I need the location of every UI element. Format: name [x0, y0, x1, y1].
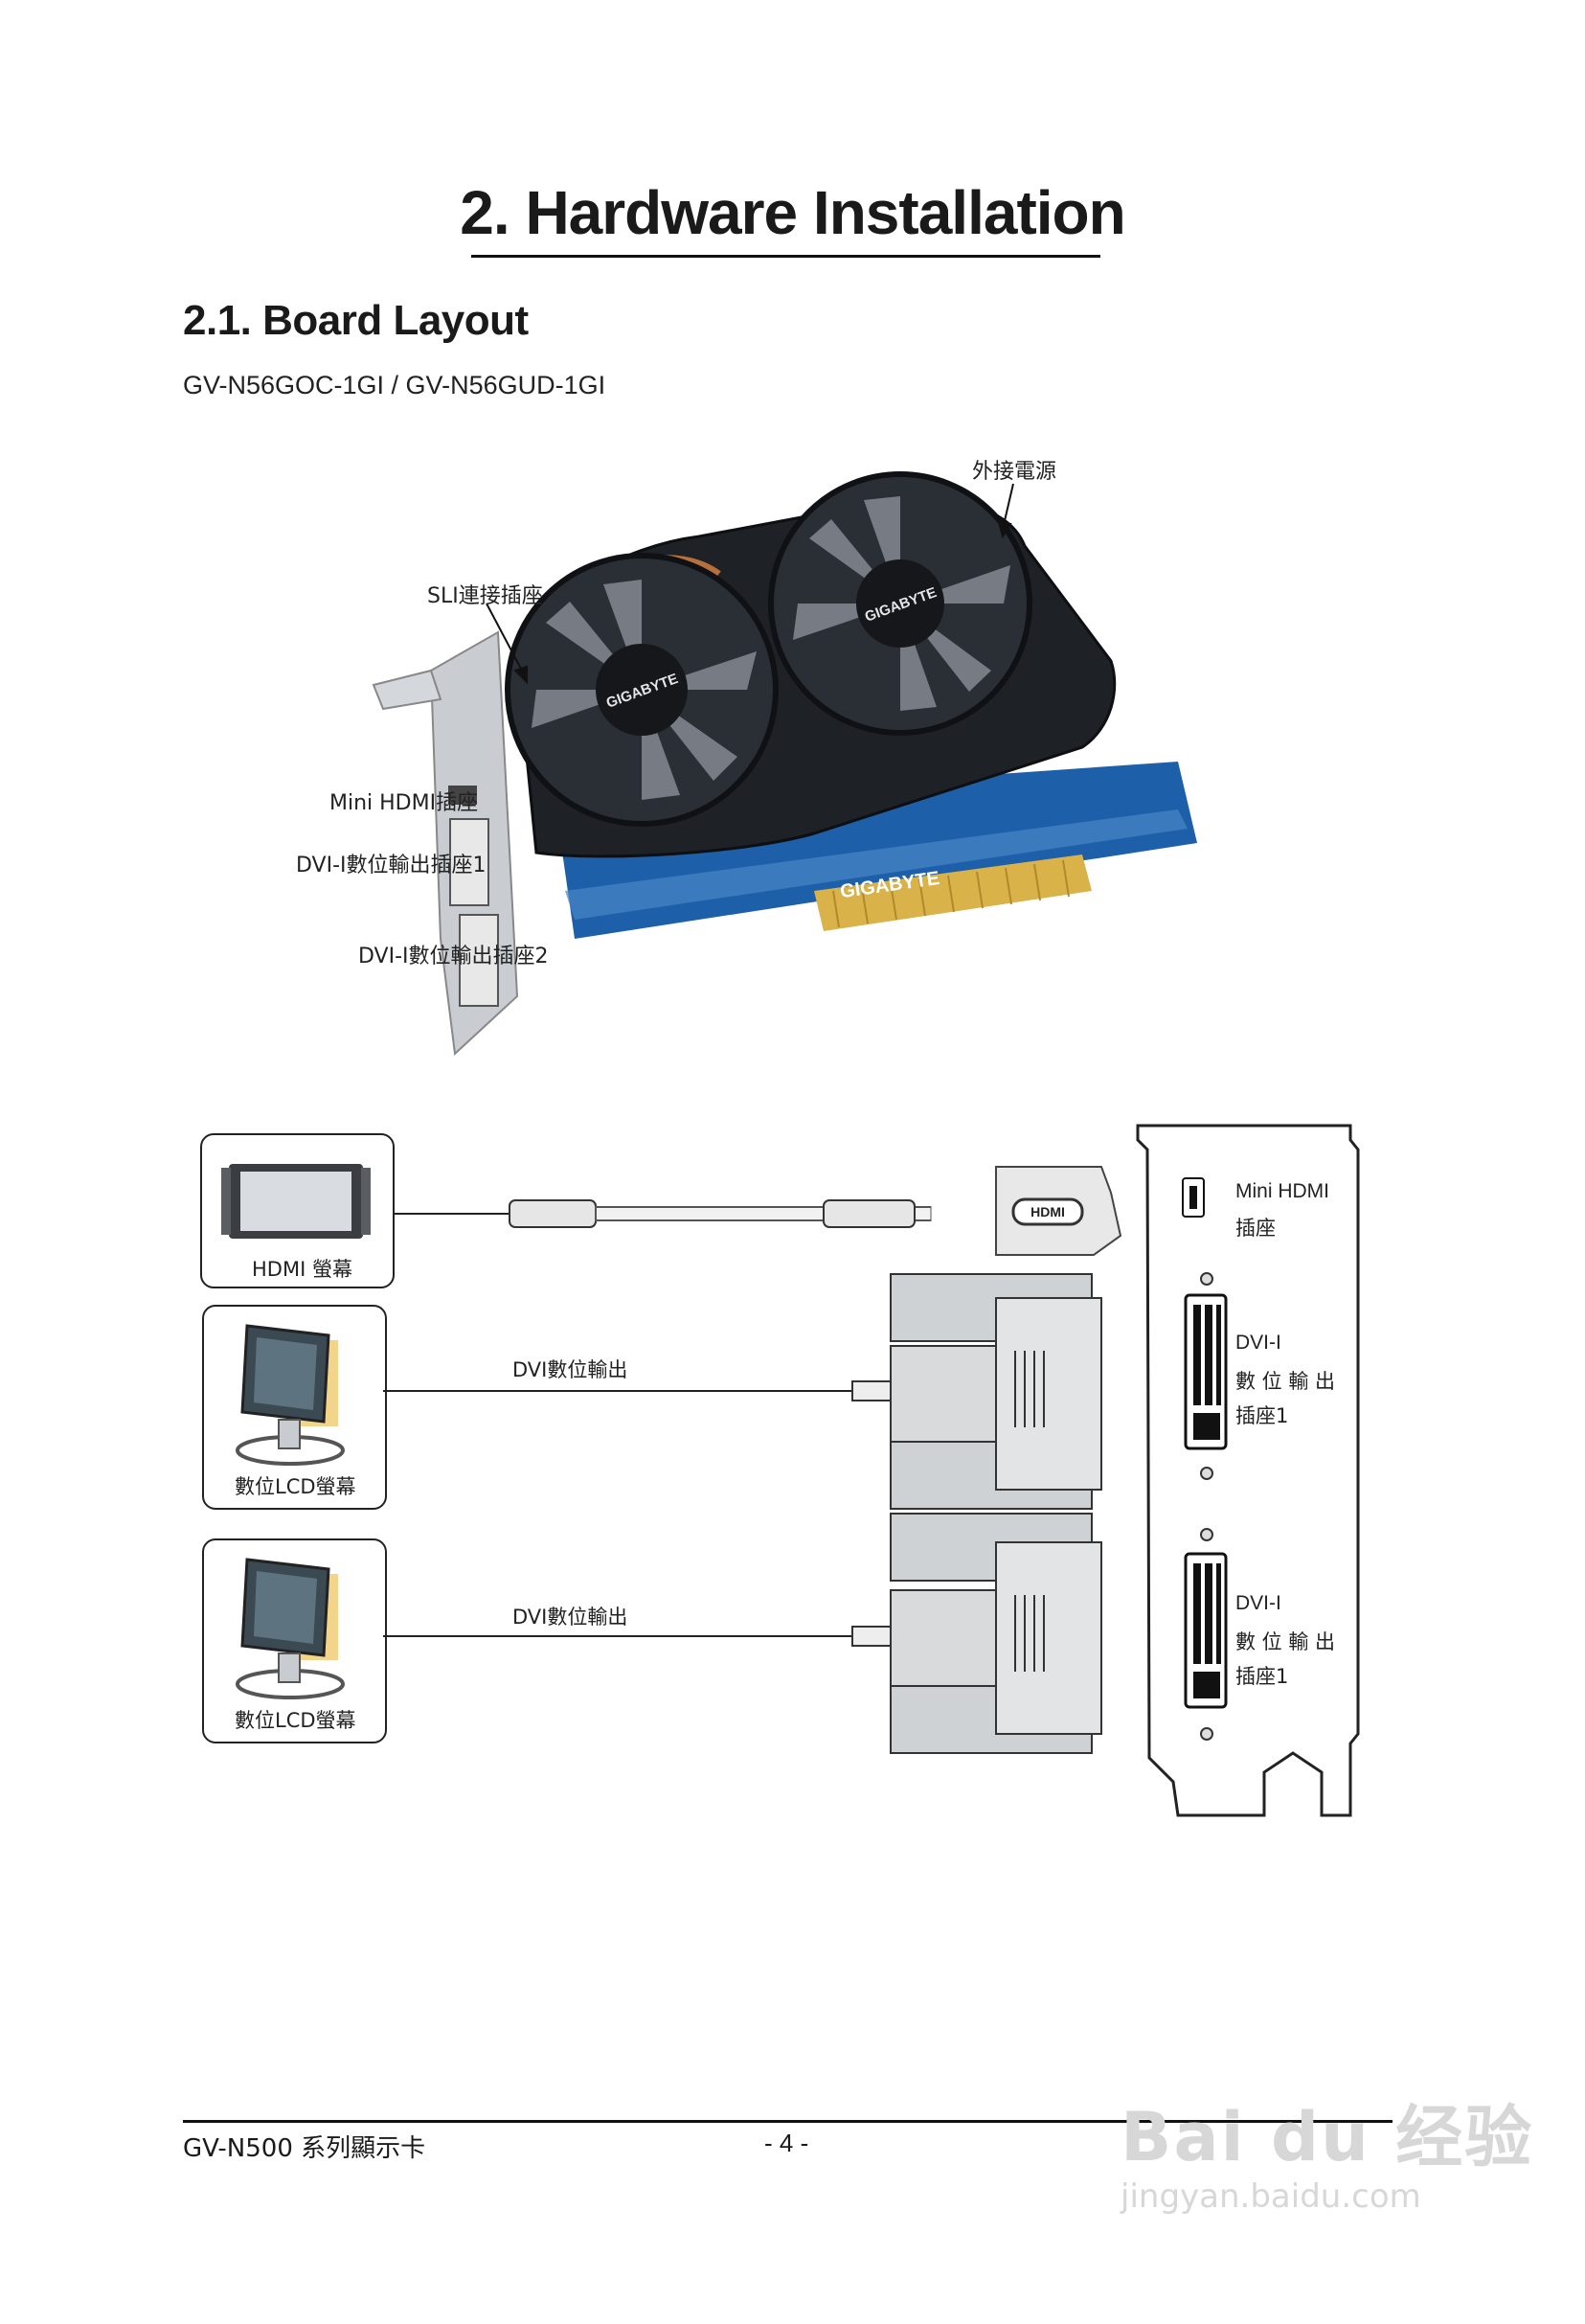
hdmi-plug-right [823, 1199, 916, 1228]
baidu-watermark-url: jingyan.baidu.com [1121, 2177, 1421, 2216]
bracket-dvi2-label-2: 數 位 輸 出 [1235, 1630, 1336, 1653]
section-heading: 2.1. Board Layout [183, 297, 529, 344]
pcie-gold-fingers [814, 854, 1092, 931]
lcd-monitor-box-1: 數位LCD螢幕 [202, 1305, 387, 1510]
hdmi-plug-left [509, 1199, 597, 1228]
page-title: 2. Hardware Installation [460, 178, 1125, 247]
dvi-output-label-1: DVI數位輸出 [512, 1358, 628, 1381]
io-bracket-diagram [1136, 1124, 1360, 1817]
bracket-dvi1-label-2: 數 位 輸 出 [1235, 1370, 1336, 1393]
bracket-mini-hdmi-label-2: 插座 [1235, 1217, 1276, 1240]
lcd-monitor-label-1: 數位LCD螢幕 [235, 1475, 356, 1498]
footer-divider [183, 2120, 1393, 2123]
hdmi-monitor-label: HDMI 螢幕 [252, 1258, 352, 1281]
label-dvi-2: DVI-I數位輸出插座2 [358, 945, 549, 968]
label-mini-hdmi: Mini HDMI插座 [329, 791, 479, 815]
dvi-output-label-2: DVI數位輸出 [512, 1606, 628, 1629]
dvi-plug-2 [995, 1541, 1102, 1735]
cable-diagram: HDMI [383, 1166, 1122, 1754]
hdmi-monitor-box: HDMI 螢幕 [200, 1133, 395, 1288]
bracket-dvi1-label-1: DVI-I [1235, 1332, 1281, 1354]
adapter-label: HDMI [1030, 1204, 1065, 1219]
lcd-monitor-icon-1 [236, 1324, 345, 1466]
model-numbers: GV-N56GOC-1GI / GV-N56GUD-1GI [183, 371, 606, 399]
bracket-dvi2-label-3: 插座1 [1235, 1665, 1289, 1688]
graphics-card-photo: GIGABYTE GIGABYTE GIGABYTE [372, 471, 1197, 1057]
bracket-dvi1-label-3: 插座1 [1235, 1404, 1289, 1427]
hdmi-cable [595, 1206, 825, 1221]
bracket-mini-hdmi-label-1: Mini HDMI [1235, 1180, 1329, 1202]
dvi-port-1 [449, 818, 489, 906]
label-sli-connector: SLI連接插座 [427, 584, 543, 608]
label-external-power: 外接電源 [972, 460, 1057, 484]
bracket-dvi2-label-1: DVI-I [1235, 1592, 1281, 1614]
page-number: - 4 - [764, 2129, 809, 2157]
lcd-monitor-icon-2 [236, 1558, 345, 1699]
dvi-plug-1 [995, 1297, 1102, 1491]
title-underline [471, 255, 1100, 258]
lcd-monitor-box-2: 數位LCD螢幕 [202, 1538, 387, 1743]
dvi-port-2 [459, 914, 499, 1007]
label-dvi-1: DVI-I數位輸出插座1 [296, 854, 487, 877]
mini-hdmi-port [448, 786, 477, 805]
baidu-watermark-logo: Bai du 经验 [1121, 2098, 1534, 2176]
footer-product-name: GV-N500 系列顯示卡 [183, 2134, 426, 2163]
tv-icon [221, 1164, 371, 1239]
lcd-monitor-label-2: 數位LCD螢幕 [235, 1709, 356, 1732]
callout-arrows [486, 483, 1014, 685]
